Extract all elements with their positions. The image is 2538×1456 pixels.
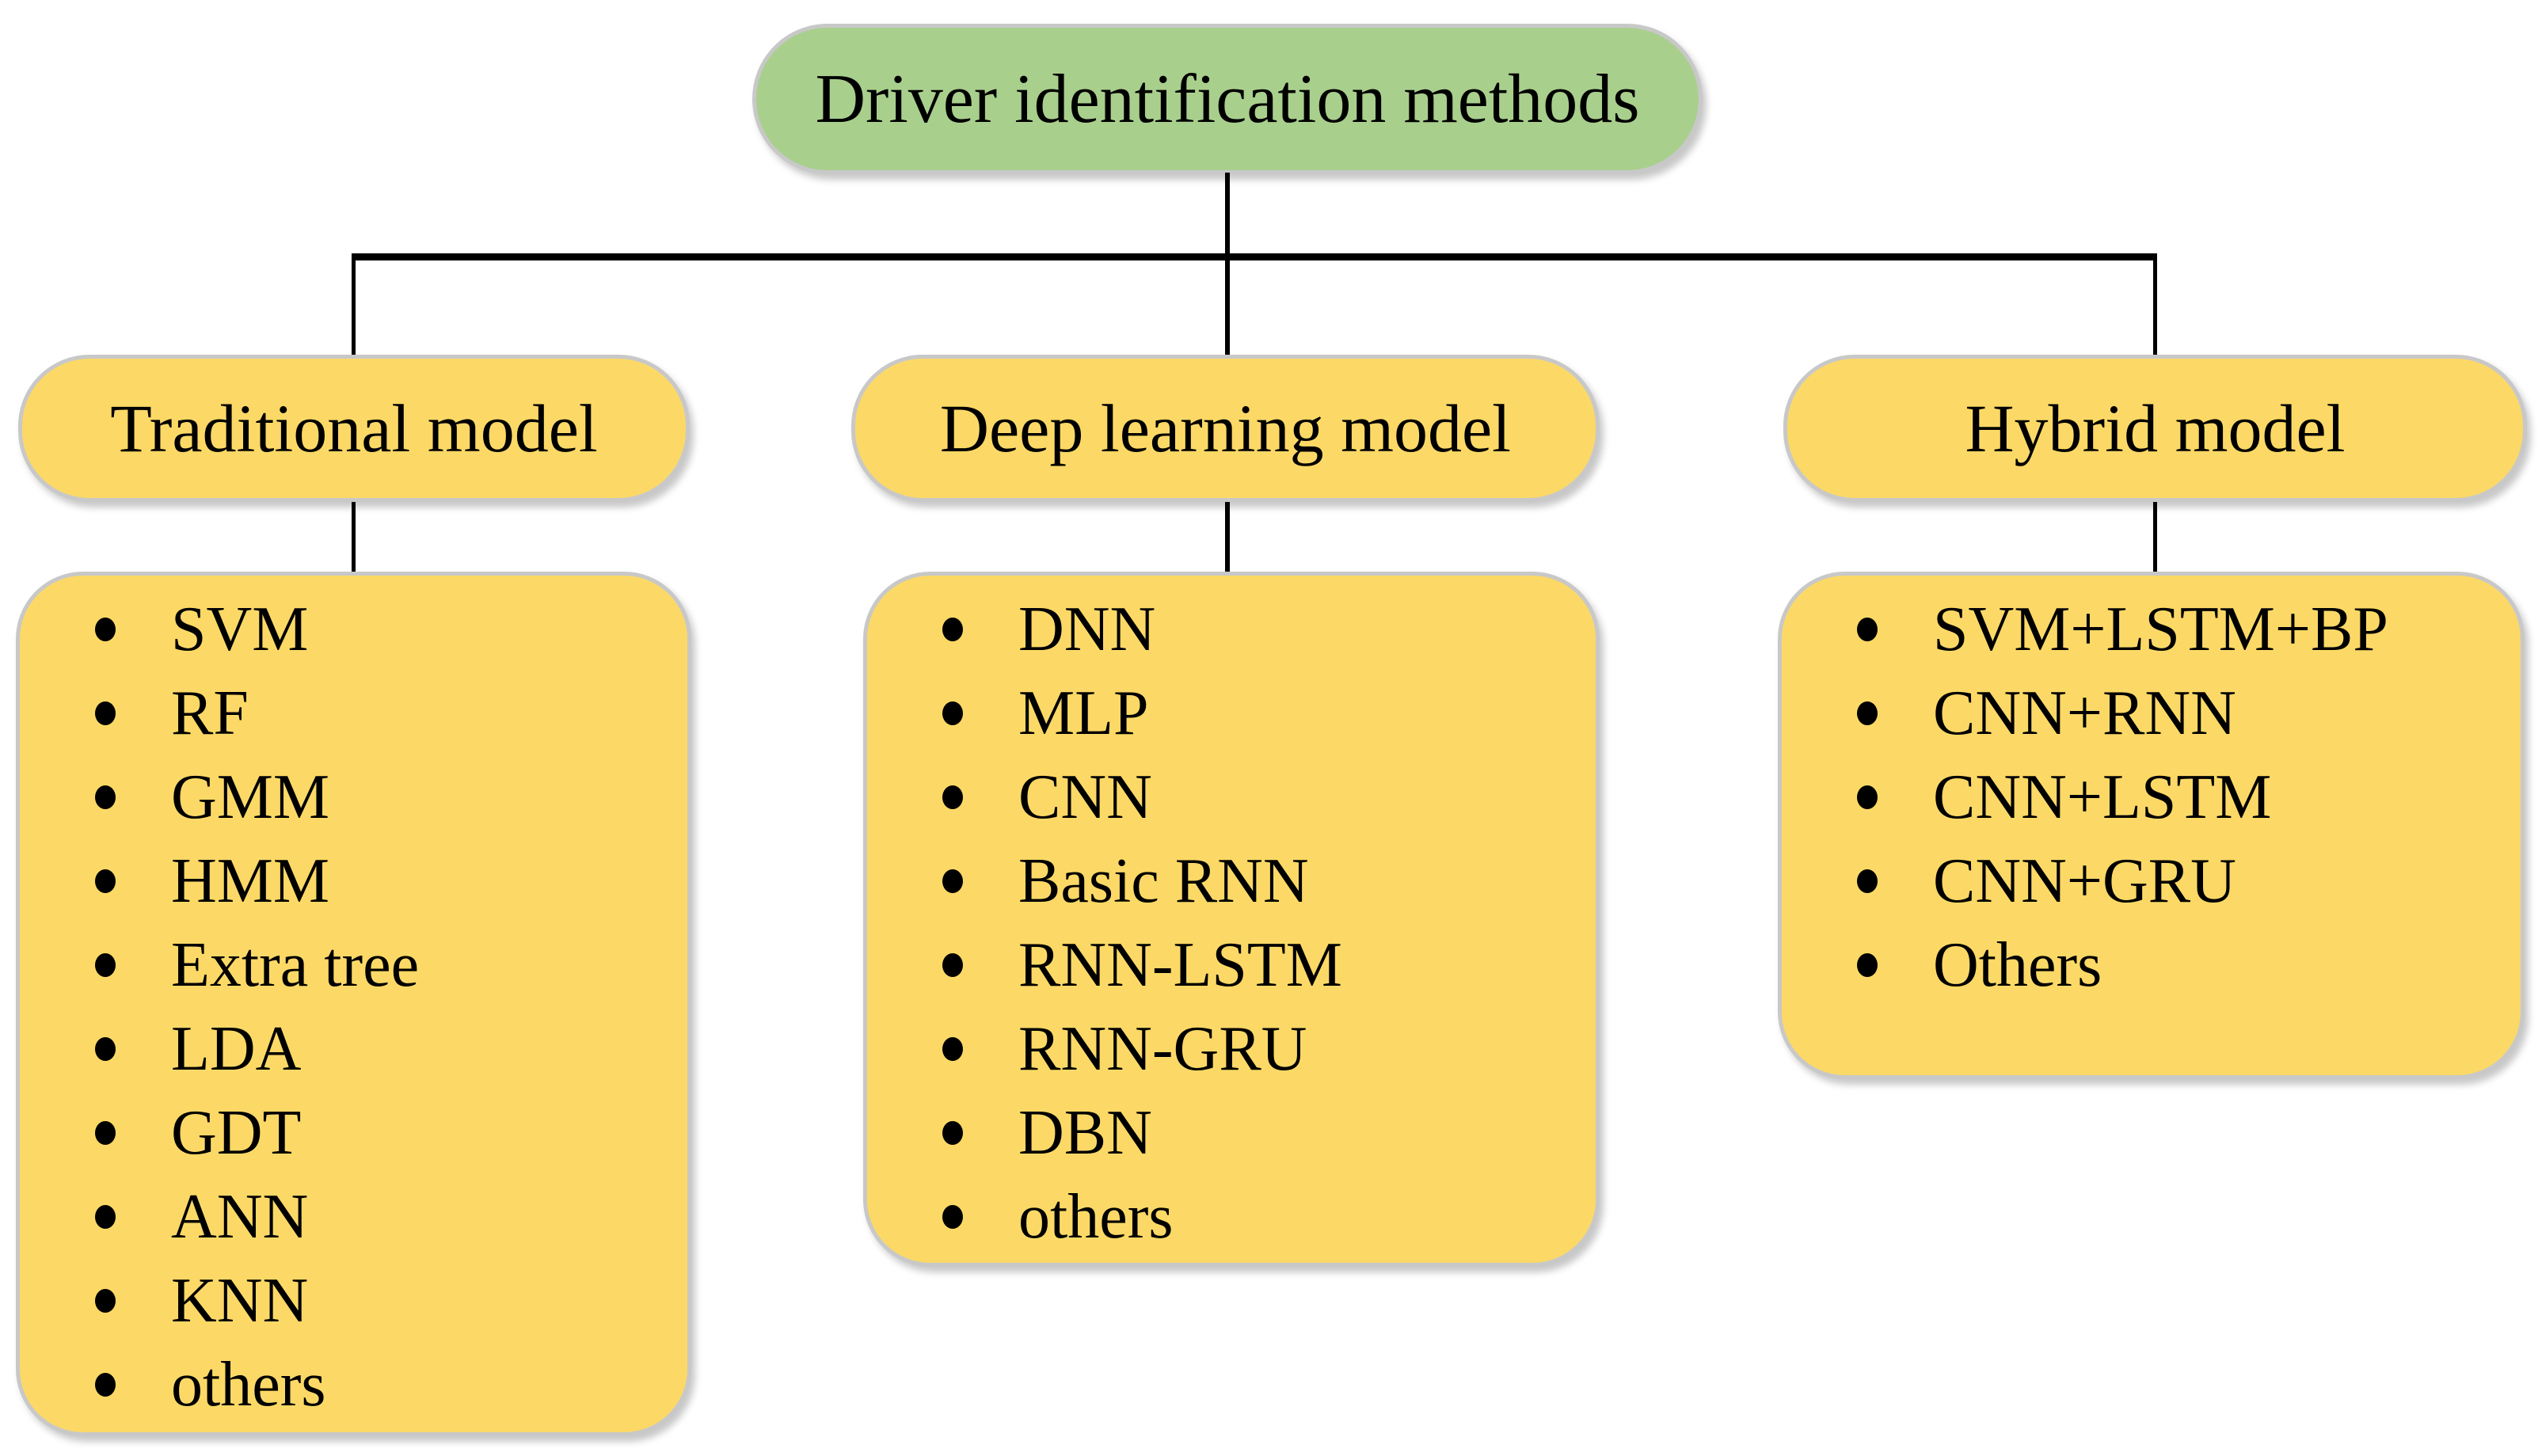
list-item: SVM+LSTM+BP <box>1857 587 2513 671</box>
methods-box-hybrid: SVM+LSTM+BP CNN+RNN CNN+LSTM CNN+GRU Oth… <box>1778 572 2525 1079</box>
method-label: RNN-LSTM <box>1018 929 1342 1000</box>
bullet-icon <box>942 618 963 641</box>
category-label-traditional: Traditional model <box>110 390 598 466</box>
bullet-icon <box>95 869 116 893</box>
bullet-icon <box>942 869 963 893</box>
list-item: others <box>95 1343 679 1427</box>
connector-horizontal-rail <box>352 253 2157 260</box>
bullet-icon <box>95 1121 116 1145</box>
list-item: DBN <box>942 1091 1588 1175</box>
root-node: Driver identification methods <box>752 24 1703 174</box>
list-item: CNN+LSTM <box>1857 755 2513 839</box>
list-item: Extra tree <box>95 923 679 1007</box>
bullet-icon <box>95 785 116 809</box>
list-item: CNN+GRU <box>1857 839 2513 923</box>
method-label: CNN <box>1018 762 1152 832</box>
list-item: GMM <box>95 755 679 839</box>
list-item: RNN-LSTM <box>942 923 1588 1007</box>
list-item: Basic RNN <box>942 839 1588 923</box>
category-node-deep-learning: Deep learning model <box>851 355 1600 502</box>
connector-branch-deep-learning <box>1225 255 1230 356</box>
bullet-icon <box>95 1289 116 1313</box>
list-item: MLP <box>942 671 1588 755</box>
bullet-icon <box>1857 618 1878 641</box>
methods-list-hybrid: SVM+LSTM+BP CNN+RNN CNN+LSTM CNN+GRU Oth… <box>1782 576 2521 1007</box>
list-item: CNN <box>942 755 1588 839</box>
list-item: HMM <box>95 839 679 923</box>
category-label-hybrid: Hybrid model <box>1965 390 2346 466</box>
method-label: CNN+GRU <box>1933 846 2236 916</box>
method-label: MLP <box>1018 678 1149 748</box>
bullet-icon <box>942 1037 963 1061</box>
method-label: ANN <box>171 1181 309 1252</box>
methods-box-deep-learning: DNN MLP CNN Basic RNN RNN-LSTM RNN-GRU D… <box>863 572 1600 1267</box>
bullet-icon <box>942 785 963 809</box>
method-label: CNN+LSTM <box>1933 762 2272 832</box>
method-label: DNN <box>1018 594 1156 664</box>
method-label: others <box>171 1349 326 1420</box>
bullet-icon <box>942 953 963 977</box>
connector-branch-hybrid <box>2153 255 2157 356</box>
method-label: Basic RNN <box>1018 846 1309 916</box>
method-label: others <box>1018 1181 1174 1252</box>
connector-trunk <box>1225 173 1230 255</box>
method-label: GDT <box>171 1097 302 1168</box>
list-item: RNN-GRU <box>942 1007 1588 1091</box>
method-label: SVM+LSTM+BP <box>1933 594 2388 664</box>
method-label: RF <box>171 678 249 748</box>
connector-deep-learning-header-to-list <box>1225 500 1230 573</box>
method-label: KNN <box>171 1265 309 1336</box>
connector-branch-traditional <box>352 255 356 356</box>
list-item: SVM <box>95 587 679 671</box>
connector-traditional-header-to-list <box>352 500 356 573</box>
list-item: others <box>942 1175 1588 1259</box>
connector-hybrid-header-to-list <box>2153 500 2157 573</box>
bullet-icon <box>1857 701 1878 725</box>
bullet-icon <box>942 1121 963 1145</box>
bullet-icon <box>1857 953 1878 977</box>
method-label: RNN-GRU <box>1018 1013 1307 1084</box>
method-label: HMM <box>171 846 330 916</box>
bullet-icon <box>95 618 116 641</box>
method-label: LDA <box>171 1013 302 1084</box>
list-item: DNN <box>942 587 1588 671</box>
list-item: ANN <box>95 1175 679 1259</box>
method-label: GMM <box>171 762 330 832</box>
method-label: CNN+RNN <box>1933 678 2236 748</box>
list-item: KNN <box>95 1259 679 1343</box>
bullet-icon <box>942 1205 963 1229</box>
bullet-icon <box>95 701 116 725</box>
list-item: CNN+RNN <box>1857 671 2513 755</box>
methods-box-traditional: SVM RF GMM HMM Extra tree LDA GDT ANN KN… <box>16 572 691 1436</box>
bullet-icon <box>95 1037 116 1061</box>
methods-list-deep-learning: DNN MLP CNN Basic RNN RNN-LSTM RNN-GRU D… <box>867 576 1596 1259</box>
method-label: SVM <box>171 594 309 664</box>
method-label: Others <box>1933 929 2102 1000</box>
bullet-icon <box>95 1205 116 1229</box>
list-item: Others <box>1857 923 2513 1007</box>
root-node-label: Driver identification methods <box>815 60 1640 138</box>
category-label-deep-learning: Deep learning model <box>939 390 1512 466</box>
category-node-hybrid: Hybrid model <box>1783 355 2527 502</box>
list-item: GDT <box>95 1091 679 1175</box>
bullet-icon <box>95 1373 116 1397</box>
category-node-traditional: Traditional model <box>18 355 690 502</box>
bullet-icon <box>942 701 963 725</box>
method-label: DBN <box>1018 1097 1152 1168</box>
methods-list-traditional: SVM RF GMM HMM Extra tree LDA GDT ANN KN… <box>20 576 687 1427</box>
bullet-icon <box>95 953 116 977</box>
list-item: RF <box>95 671 679 755</box>
list-item: LDA <box>95 1007 679 1091</box>
bullet-icon <box>1857 869 1878 893</box>
method-label: Extra tree <box>171 929 420 1000</box>
bullet-icon <box>1857 785 1878 809</box>
